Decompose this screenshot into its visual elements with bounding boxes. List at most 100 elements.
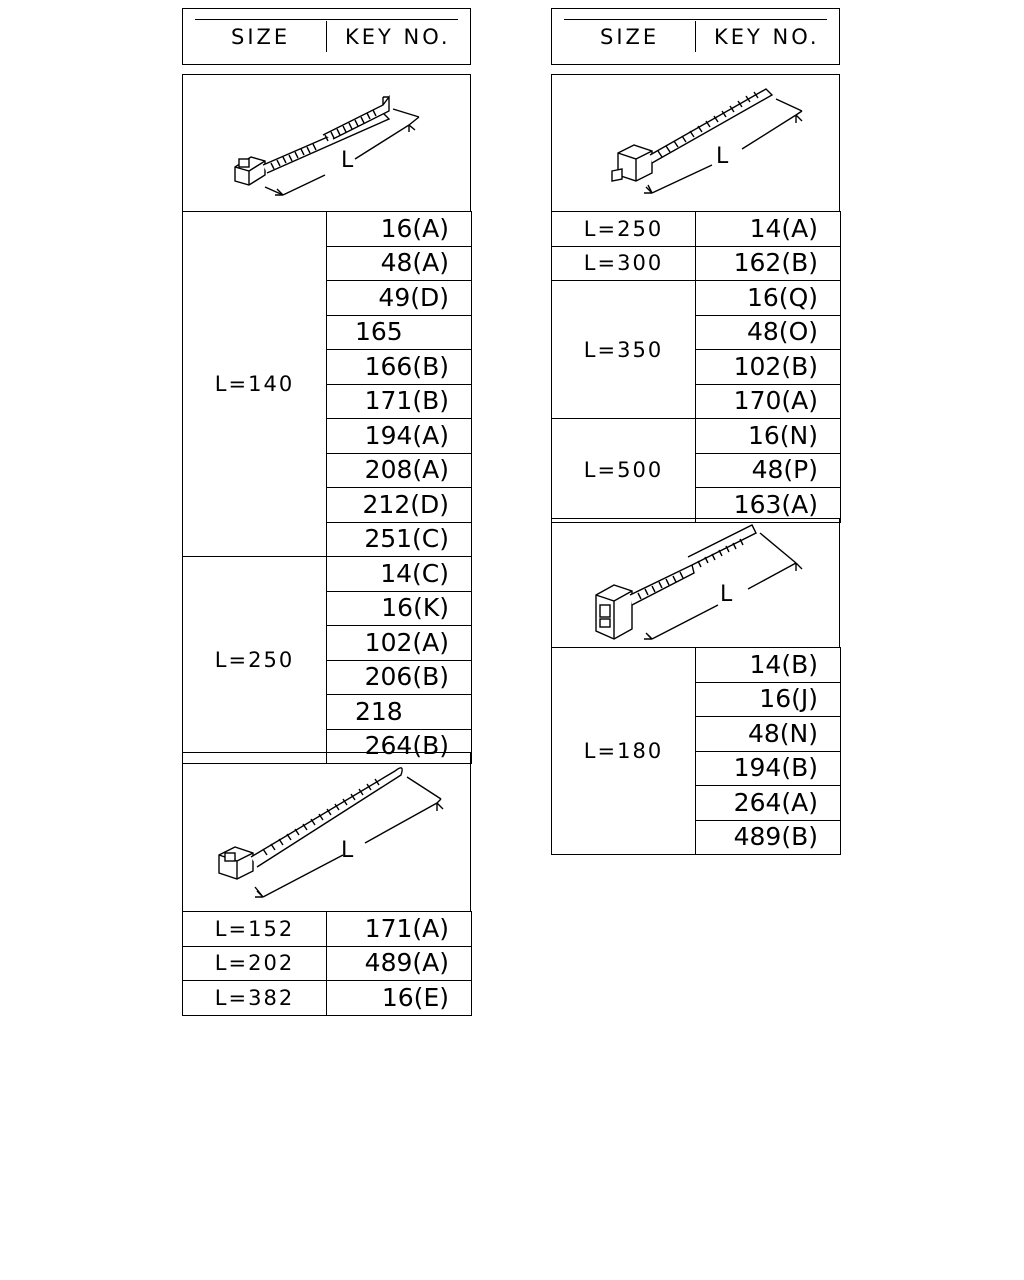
key-cell: 171(A) bbox=[326, 911, 472, 947]
table-row: 251(C) bbox=[183, 521, 472, 557]
table-row: 170(A) bbox=[552, 383, 841, 419]
key-cell: 212(D) bbox=[326, 487, 472, 523]
table-row: 48(O) bbox=[552, 314, 841, 350]
key-cell: 194(A) bbox=[326, 418, 472, 454]
key-cell: 264(A) bbox=[695, 785, 841, 821]
key-cell: 102(B) bbox=[695, 349, 841, 385]
key-cell: 14(A) bbox=[695, 211, 841, 247]
table-row: 48(P) bbox=[552, 452, 841, 488]
table-row: 264(A) bbox=[552, 785, 841, 821]
header-left: SIZE KEY NO. bbox=[182, 8, 471, 65]
key-cell: 14(B) bbox=[695, 647, 841, 683]
key-cell: 102(A) bbox=[326, 625, 472, 661]
key-cell: 16(A) bbox=[326, 211, 472, 247]
table-row: 206(B) bbox=[183, 659, 472, 695]
size-cell: L=250 bbox=[182, 556, 327, 764]
size-cell: L=152 bbox=[182, 911, 327, 947]
table-row: 102(A) bbox=[183, 625, 472, 661]
key-cell: 170(A) bbox=[695, 383, 841, 419]
table-row: 16(J) bbox=[552, 681, 841, 717]
size-column-header: SIZE bbox=[231, 25, 291, 49]
table-row: L=140 16(A) bbox=[182, 211, 472, 557]
table-row: 163(A) bbox=[552, 487, 841, 523]
cable-tie-diagram-2: L bbox=[182, 752, 471, 912]
key-cell: 194(B) bbox=[695, 750, 841, 786]
size-cell: L=180 bbox=[551, 647, 696, 855]
table-row: 102(B) bbox=[552, 349, 841, 385]
size-cell: L=300 bbox=[551, 245, 696, 281]
table-row: L=152 171(A) bbox=[182, 911, 472, 947]
cable-tie-diagram-4: L bbox=[551, 518, 840, 648]
length-label: L bbox=[720, 582, 733, 607]
key-cell: 165 bbox=[326, 314, 472, 350]
key-cell: 171(B) bbox=[326, 383, 472, 419]
key-column-header: KEY NO. bbox=[345, 25, 451, 49]
table-row: 48(A) bbox=[183, 245, 472, 281]
table-row: L=250 14(A) bbox=[551, 211, 841, 247]
table-row: L=382 16(E) bbox=[182, 980, 472, 1016]
cable-tie-illustration: L bbox=[611, 88, 803, 194]
key-cell: 218 bbox=[326, 694, 472, 730]
key-cell: 14(C) bbox=[326, 556, 472, 592]
table-row: 49(D) bbox=[183, 280, 472, 316]
key-cell: 48(P) bbox=[695, 452, 841, 488]
table-row: 48(N) bbox=[552, 716, 841, 752]
header-right: SIZE KEY NO. bbox=[551, 8, 840, 65]
key-table-1: L=140 16(A) 48(A) 49(D) 165 166(B) 171(B… bbox=[182, 211, 472, 764]
table-row: 489(B) bbox=[552, 819, 841, 855]
key-cell: 48(A) bbox=[326, 245, 472, 281]
size-cell: L=250 bbox=[551, 211, 696, 247]
size-cell: L=140 bbox=[182, 211, 327, 557]
table-row: L=180 14(B) bbox=[551, 647, 841, 855]
key-cell: 16(Q) bbox=[695, 280, 841, 316]
cable-tie-diagram-1: L bbox=[182, 74, 471, 212]
table-row: L=500 16(N) bbox=[551, 418, 841, 523]
length-label: L bbox=[341, 838, 354, 863]
length-label: L bbox=[716, 144, 729, 169]
length-label: L bbox=[341, 148, 354, 173]
table-row: L=350 16(Q) bbox=[551, 280, 841, 419]
key-cell: 489(A) bbox=[326, 945, 472, 981]
key-cell: 162(B) bbox=[695, 245, 841, 281]
key-cell: 208(A) bbox=[326, 452, 472, 488]
key-column-header: KEY NO. bbox=[714, 25, 820, 49]
table-row: L=300 162(B) bbox=[551, 245, 841, 281]
table-row: 16(K) bbox=[183, 590, 472, 626]
table-row: 165 bbox=[183, 314, 472, 350]
cable-tie-illustration: L bbox=[595, 524, 803, 640]
cable-tie-illustration: L bbox=[234, 94, 420, 196]
header-divider bbox=[326, 21, 327, 52]
key-cell: 48(O) bbox=[695, 314, 841, 350]
header-divider bbox=[695, 21, 696, 52]
size-cell: L=500 bbox=[551, 418, 696, 523]
table-row: 264(B) bbox=[183, 728, 472, 764]
cable-tie-diagram-3: L bbox=[551, 74, 840, 212]
key-cell: 251(C) bbox=[326, 521, 472, 557]
key-cell: 16(E) bbox=[326, 980, 472, 1016]
key-table-4: L=180 14(B) 16(J) 48(N) 194(B) 264(A) 48… bbox=[551, 647, 841, 855]
key-cell: 49(D) bbox=[326, 280, 472, 316]
table-row: 212(D) bbox=[183, 487, 472, 523]
key-cell: 16(K) bbox=[326, 590, 472, 626]
header-rule bbox=[564, 19, 827, 20]
key-table-3: L=250 14(A) L=300 162(B) L=350 16(Q) 48(… bbox=[551, 211, 841, 523]
size-cell: L=202 bbox=[182, 945, 327, 981]
key-cell: 166(B) bbox=[326, 349, 472, 385]
key-cell: 48(N) bbox=[695, 716, 841, 752]
key-table-2: L=152 171(A) L=202 489(A) L=382 16(E) bbox=[182, 911, 472, 1016]
key-cell: 16(J) bbox=[695, 681, 841, 717]
table-row: 194(A) bbox=[183, 418, 472, 454]
key-cell: 489(B) bbox=[695, 819, 841, 855]
key-cell: 206(B) bbox=[326, 659, 472, 695]
key-cell: 163(A) bbox=[695, 487, 841, 523]
table-row: L=250 14(C) bbox=[182, 556, 472, 764]
key-cell: 16(N) bbox=[695, 418, 841, 454]
cable-tie-illustration: L bbox=[218, 767, 444, 898]
table-row: 194(B) bbox=[552, 750, 841, 786]
table-row: L=202 489(A) bbox=[182, 945, 472, 981]
size-cell: L=350 bbox=[551, 280, 696, 419]
size-cell: L=382 bbox=[182, 980, 327, 1016]
key-cell: 264(B) bbox=[326, 728, 472, 764]
header-rule bbox=[195, 19, 458, 20]
size-column-header: SIZE bbox=[600, 25, 660, 49]
